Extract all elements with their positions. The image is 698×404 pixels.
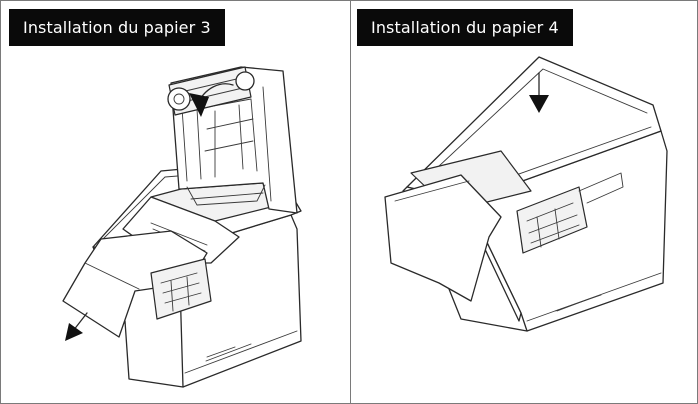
printer-closed-illustration xyxy=(384,56,668,332)
printer-open-illustration xyxy=(62,66,302,388)
step-3-panel: Installation du papier 3 xyxy=(1,1,350,403)
panel-divider xyxy=(350,1,351,403)
step-4-label: Installation du papier 4 xyxy=(357,9,573,46)
step-3-label: Installation du papier 3 xyxy=(9,9,225,46)
step-4-panel: Installation du papier 4 xyxy=(351,1,697,403)
